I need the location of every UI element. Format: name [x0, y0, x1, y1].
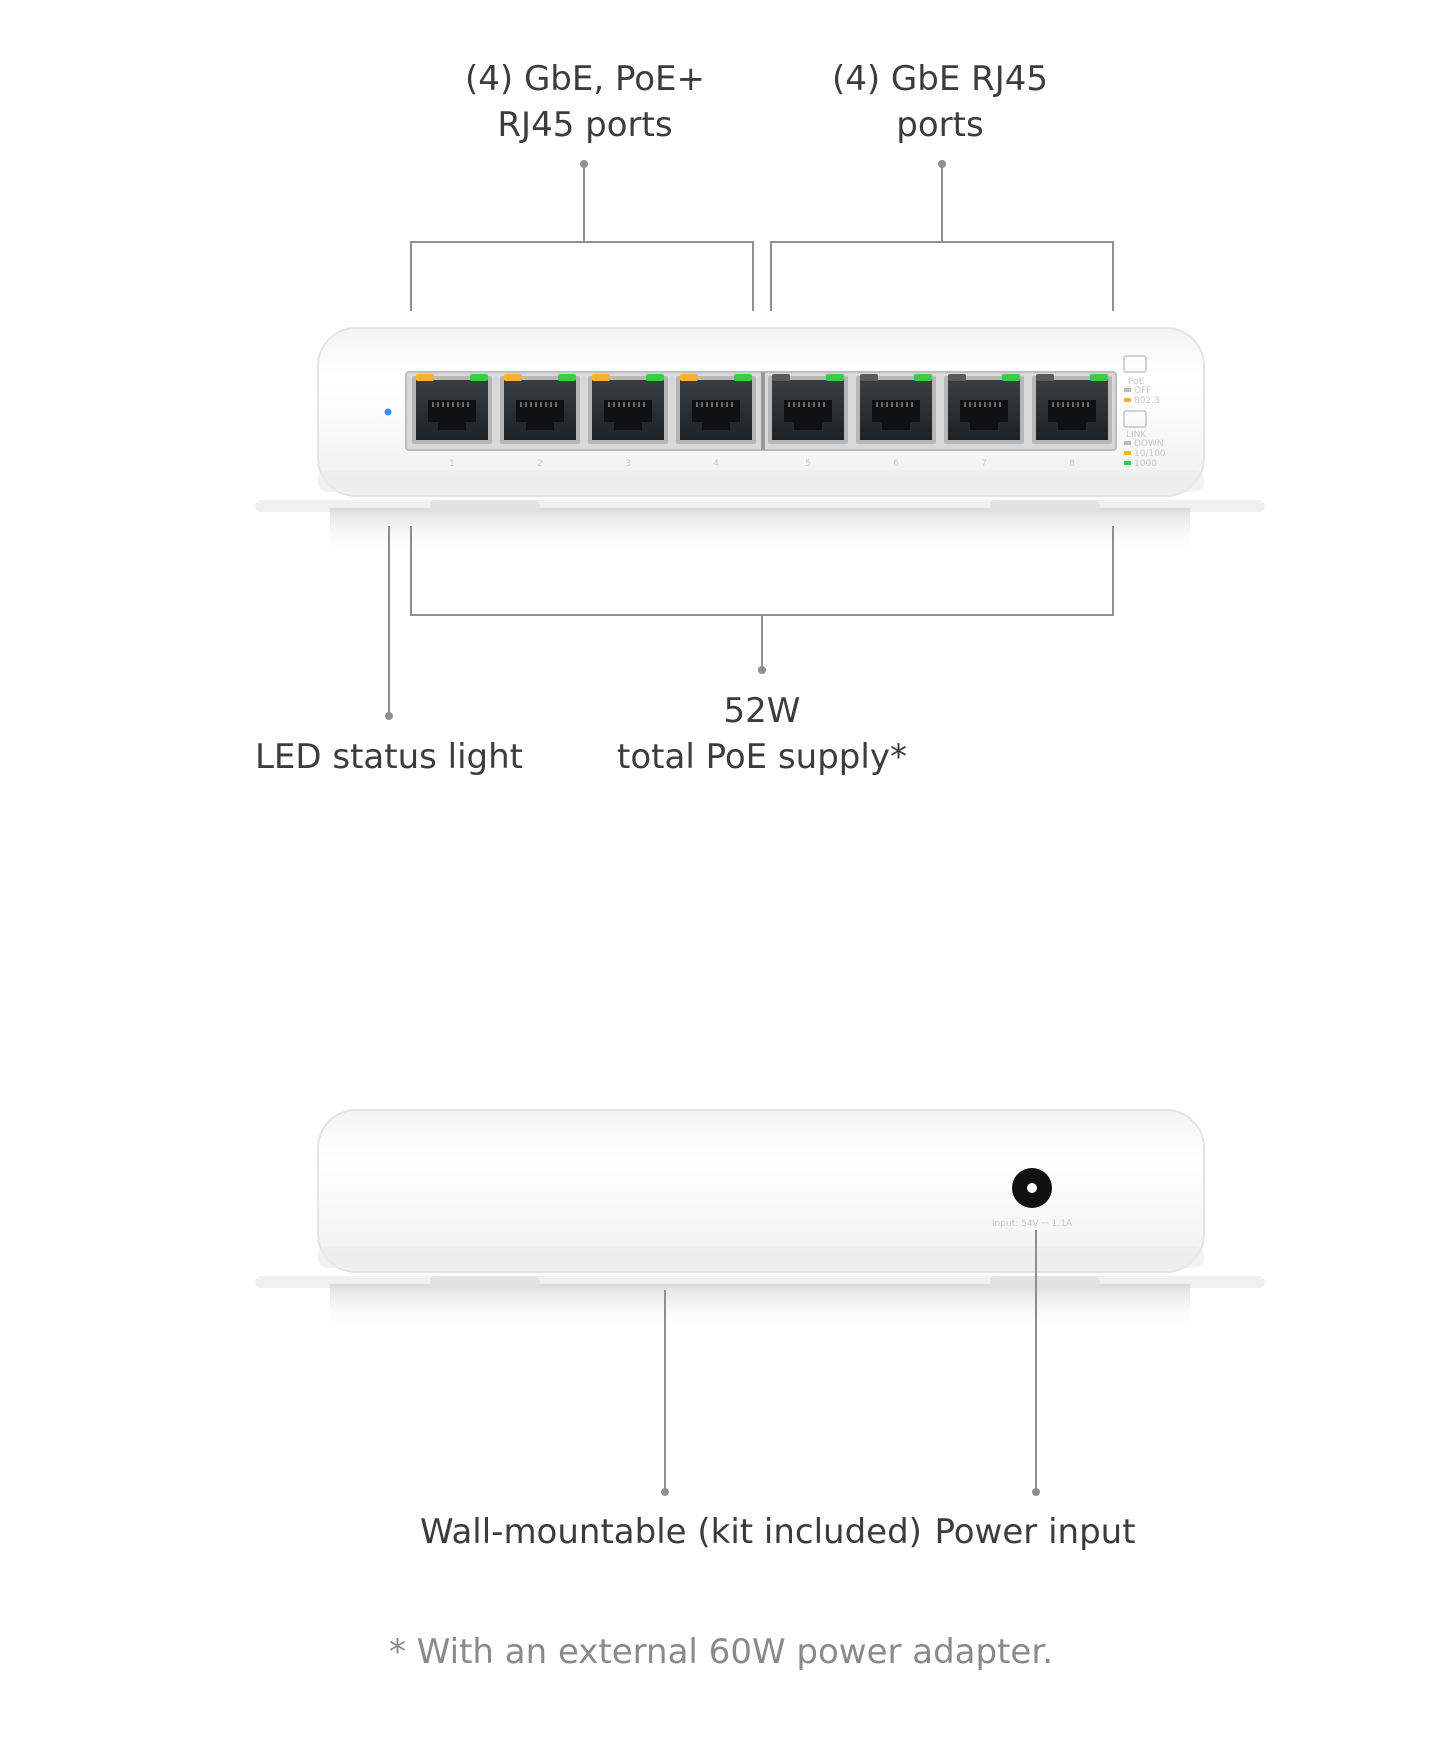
rj45-ports — [412, 374, 1112, 444]
poe-led-4 — [680, 374, 698, 381]
link-led-7 — [1002, 374, 1020, 381]
gbe-ports-label-line1: (4) GbE RJ45 — [831, 59, 1049, 99]
link-led-3 — [646, 374, 664, 381]
switch-front — [255, 327, 1265, 554]
port-number-6: 6 — [893, 459, 899, 469]
poe-supply-label-line1: 52W — [723, 691, 801, 731]
gbe-ports-leader-stem — [941, 164, 943, 242]
legend-poe-off: OFF — [1134, 386, 1151, 396]
led-leader-stem — [388, 526, 390, 714]
switch-back — [255, 1109, 1265, 1330]
poe-ports-leader-stem — [583, 164, 585, 242]
port-number-7: 7 — [981, 459, 987, 469]
poe-supply-label: 52W total PoE supply* — [600, 688, 924, 780]
power-input-leader-stem — [1035, 1230, 1037, 1490]
poe-led-1 — [416, 374, 434, 381]
gbe-ports-label-line2: ports — [896, 105, 984, 145]
poe-led-6 — [860, 374, 878, 381]
footnote: * With an external 60W power adapter. — [388, 1632, 1054, 1672]
poe-supply-bracket-right — [1112, 526, 1114, 616]
power-input-label: Power input — [934, 1512, 1136, 1552]
poe-supply-leader-dot — [758, 666, 766, 674]
port-number-8: 8 — [1069, 459, 1075, 469]
link-led-6 — [914, 374, 932, 381]
poe-ports-label-line2: RJ45 ports — [497, 105, 673, 145]
port-number-3: 3 — [625, 459, 631, 469]
wall-mount-leader-dot — [661, 1488, 669, 1496]
rj45-port-5 — [768, 374, 848, 444]
poe-led-8 — [1036, 374, 1054, 381]
poe-ports-label-line1: (4) GbE, PoE+ — [464, 59, 706, 99]
rj45-port-6 — [856, 374, 936, 444]
gbe-ports-bracket-left — [770, 241, 772, 311]
poe-ports-bracket-left — [410, 241, 412, 311]
legend-link-10-100: 10/100 — [1134, 449, 1166, 459]
poe-supply-leader-stem — [761, 614, 763, 668]
led-status-light — [384, 408, 392, 416]
poe-supply-label-line2: total PoE supply* — [617, 737, 907, 777]
rj45-port-4 — [676, 374, 756, 444]
link-led-1 — [470, 374, 488, 381]
led-leader-dot — [385, 712, 393, 720]
wall-mount-leader-stem — [664, 1290, 666, 1490]
rj45-port-7 — [944, 374, 1024, 444]
rj45-port-3 — [588, 374, 668, 444]
poe-led-5 — [772, 374, 790, 381]
power-input-leader-dot — [1032, 1488, 1040, 1496]
legend-link-1000: 1000 — [1134, 459, 1157, 469]
port-number-labels: 1 2 3 4 5 6 7 8 — [449, 459, 1075, 469]
poe-led-7 — [948, 374, 966, 381]
port-number-5: 5 — [805, 459, 811, 469]
poe-supply-bracket-left — [410, 526, 412, 616]
poe-led-3 — [592, 374, 610, 381]
front-led-legend — [1123, 355, 1147, 465]
poe-led-2 — [504, 374, 522, 381]
poe-ports-label: (4) GbE, PoE+ RJ45 ports — [440, 56, 730, 148]
gbe-ports-bracket-top — [770, 241, 1114, 243]
link-led-5 — [826, 374, 844, 381]
link-led-4 — [734, 374, 752, 381]
rj45-port-1 — [412, 374, 492, 444]
wall-mount-label: Wall-mountable (kit included) — [420, 1512, 922, 1552]
rj45-port-8 — [1032, 374, 1112, 444]
legend-link: LINK — [1126, 430, 1147, 440]
gbe-ports-bracket-right — [1112, 241, 1114, 311]
rj45-port-2 — [500, 374, 580, 444]
port-number-1: 1 — [449, 459, 455, 469]
poe-ports-bracket-top — [410, 241, 754, 243]
port-number-4: 4 — [713, 459, 719, 469]
legend-link-down: DOWN — [1134, 439, 1164, 449]
link-led-2 — [558, 374, 576, 381]
led-status-label: LED status light — [254, 737, 524, 777]
legend-poe-8023: 802.3 — [1134, 396, 1160, 406]
legend-poe: PoE — [1128, 377, 1145, 387]
link-led-8 — [1090, 374, 1108, 381]
gbe-ports-label: (4) GbE RJ45 ports — [800, 56, 1080, 148]
power-rating-text: Input: 54V ⎓ 1.1A — [992, 1219, 1073, 1229]
poe-ports-bracket-right — [752, 241, 754, 311]
port-number-2: 2 — [537, 459, 543, 469]
